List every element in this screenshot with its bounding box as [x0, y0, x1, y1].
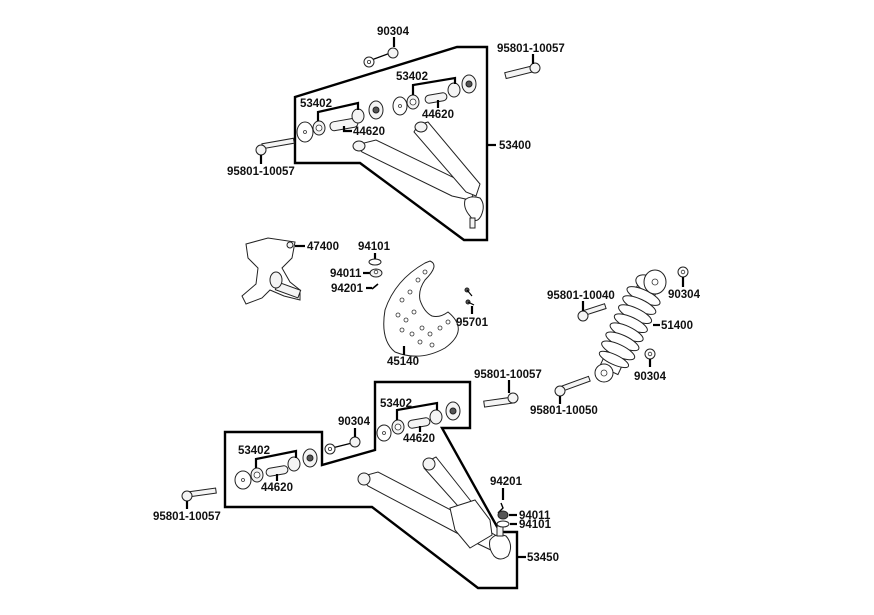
label-44620[interactable]: 44620: [403, 433, 435, 445]
label-94101[interactable]: 94101: [519, 519, 552, 531]
bolt-icon: [181, 487, 217, 502]
label-94011[interactable]: 94011: [519, 510, 551, 522]
label-53400[interactable]: 53400: [499, 140, 531, 152]
label-94011[interactable]: 94011: [330, 268, 362, 280]
label-95801-10057[interactable]: 95801-10057: [227, 166, 295, 178]
castle-nut-icon: [369, 268, 383, 278]
leader-line: [411, 76, 457, 95]
label-53402[interactable]: 53402: [238, 445, 270, 457]
label-95701[interactable]: 95701: [456, 317, 489, 329]
leader-line: [254, 449, 298, 468]
cotter-pin-icon: [371, 283, 379, 290]
label-95801-10057[interactable]: 95801-10057: [497, 43, 565, 55]
washer-icon: [368, 258, 382, 266]
label-53402[interactable]: 53402: [396, 71, 428, 83]
label-90304[interactable]: 90304: [377, 26, 410, 38]
label-53450[interactable]: 53450: [527, 552, 559, 564]
label-53402[interactable]: 53402: [380, 398, 412, 410]
label-94101[interactable]: 94101: [358, 241, 391, 253]
label-95801-10057[interactable]: 95801-10057: [153, 511, 221, 523]
label-44620[interactable]: 44620: [353, 126, 385, 138]
label-95801-10057[interactable]: 95801-10057: [474, 369, 542, 381]
nut-icon: [677, 266, 689, 278]
label-47400[interactable]: 47400: [307, 241, 339, 253]
upper-arm-frame: [293, 45, 489, 242]
label-44620[interactable]: 44620: [422, 109, 454, 121]
steering-knuckle-icon: [241, 237, 302, 305]
nut-icon: [363, 47, 399, 68]
bolt-icon: [554, 375, 591, 397]
washer-icon: [496, 520, 510, 528]
leader-line: [342, 126, 352, 133]
label-94201[interactable]: 94201: [490, 476, 523, 488]
upper-a-arm-icon: [352, 121, 484, 229]
bushing-stack-icon: [296, 100, 384, 143]
bushing-stack-icon: [376, 401, 461, 442]
lower-arm-frame: [223, 380, 519, 590]
nut-icon: [324, 436, 361, 455]
label-53402[interactable]: 53402: [300, 98, 332, 110]
nut-icon: [644, 348, 656, 360]
bolt-icon: [483, 392, 519, 408]
leader-line: [395, 401, 439, 420]
bolt-icon: [255, 137, 295, 156]
lower-a-arm-icon: [357, 456, 512, 560]
leader-line: [316, 101, 360, 121]
label-44620[interactable]: 44620: [261, 482, 293, 494]
label-94201[interactable]: 94201: [331, 283, 364, 295]
label-90304[interactable]: 90304: [338, 416, 371, 428]
label-90304[interactable]: 90304: [634, 371, 667, 383]
small-bolts-icon: [464, 287, 475, 306]
label-51400[interactable]: 51400: [661, 320, 693, 332]
label-90304[interactable]: 90304: [668, 289, 701, 301]
label-95801-10040[interactable]: 95801-10040: [547, 290, 615, 302]
brake-disc-icon: [383, 260, 459, 357]
cotter-pin-icon: [497, 502, 504, 514]
label-45140[interactable]: 45140: [387, 356, 419, 368]
label-95801-10050[interactable]: 95801-10050: [530, 405, 598, 417]
shock-absorber-icon: [594, 269, 667, 383]
bolt-icon: [504, 62, 541, 80]
bushing-stack-icon: [392, 74, 477, 116]
castle-nut-icon: [497, 510, 509, 520]
